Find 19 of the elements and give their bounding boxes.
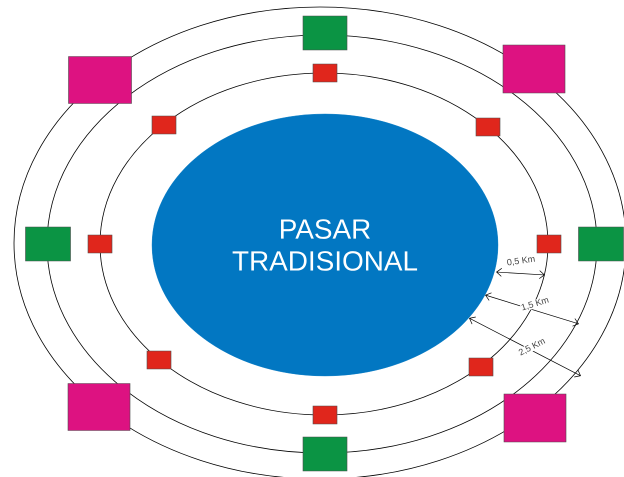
square-marker <box>504 394 566 442</box>
distance-label: 0,5 Km <box>506 254 536 268</box>
square-marker <box>152 116 176 134</box>
square-marker <box>302 436 348 472</box>
distance-label: 1,5 Km <box>520 296 550 312</box>
square-marker <box>312 64 338 82</box>
square-marker <box>468 358 494 376</box>
square-marker <box>578 226 624 262</box>
square-marker <box>68 56 132 104</box>
square-marker <box>88 234 112 254</box>
square-marker <box>302 16 348 50</box>
square-marker <box>502 44 566 94</box>
square-marker <box>25 226 71 262</box>
square-marker <box>68 383 130 431</box>
distance-label: 2,5 Km <box>517 336 547 358</box>
square-marker <box>476 118 500 136</box>
square-marker <box>536 234 562 254</box>
square-marker <box>312 406 338 424</box>
square-marker <box>146 350 172 370</box>
